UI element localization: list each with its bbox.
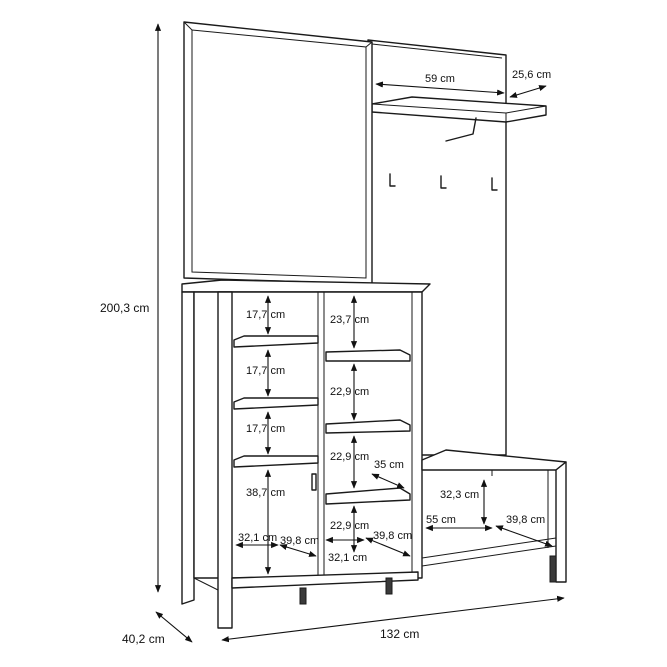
shelf-width-label: 59 cm (425, 73, 455, 85)
hook-left (389, 173, 396, 187)
width-label: 132 cm (380, 627, 419, 641)
width-dim-line (221, 595, 565, 643)
bench-width-label: 55 cm (426, 514, 456, 526)
overall-dimensions (154, 23, 565, 643)
left-gap-1-label: 17,7 cm (246, 309, 285, 321)
height-label: 200,3 cm (100, 301, 149, 315)
bench-leg (549, 555, 557, 583)
shoe-cabinet (181, 279, 431, 629)
interior-dimensions (235, 295, 553, 575)
shelf-width-dim-line (375, 81, 505, 96)
depth-label: 40,2 cm (122, 632, 165, 646)
leg-2 (385, 577, 393, 595)
left-gap-3-label: 17,7 cm (246, 423, 285, 435)
mid-gap-1-label: 23,7 cm (330, 314, 369, 326)
mid-gap-4-label: 22,9 cm (330, 520, 369, 532)
bench-height-label: 32,3 cm (440, 489, 479, 501)
middle-shelves (325, 349, 411, 505)
left-shelves (233, 335, 319, 468)
bench (421, 449, 567, 583)
left-gap-2-label: 17,7 cm (246, 365, 285, 377)
hook-right (491, 177, 498, 191)
mid-gap-2-label: 22,9 cm (330, 386, 369, 398)
mid-bottom-depth-label: 39,8 cm (373, 530, 412, 542)
leg-1 (299, 587, 307, 605)
mid-shelf-depth-label: 35 cm (374, 459, 404, 471)
bench-depth-label: 39,8 cm (506, 514, 545, 526)
left-bottom-width-label: 32,1 cm (238, 532, 277, 544)
left-gap-4-label: 38,7 cm (246, 487, 285, 499)
hat-shelf (371, 96, 547, 142)
shelf-depth-dim-line (509, 85, 547, 98)
shelf-depth-label: 25,6 cm (512, 69, 551, 81)
depth-dim-line (155, 611, 193, 643)
hanger-rail (445, 117, 477, 142)
dimension-labels: 200,3 cm 40,2 cm 132 cm 59 cm 25,6 cm 17… (100, 69, 551, 646)
mid-gap-3-label: 22,9 cm (330, 451, 369, 463)
mirror (183, 21, 373, 285)
mid-bottom-width-label: 32,1 cm (328, 552, 367, 564)
hook-middle (440, 175, 447, 189)
left-bottom-depth-label: 39,8 cm (280, 535, 319, 547)
coat-hooks (389, 173, 498, 191)
door-handle (311, 473, 317, 491)
